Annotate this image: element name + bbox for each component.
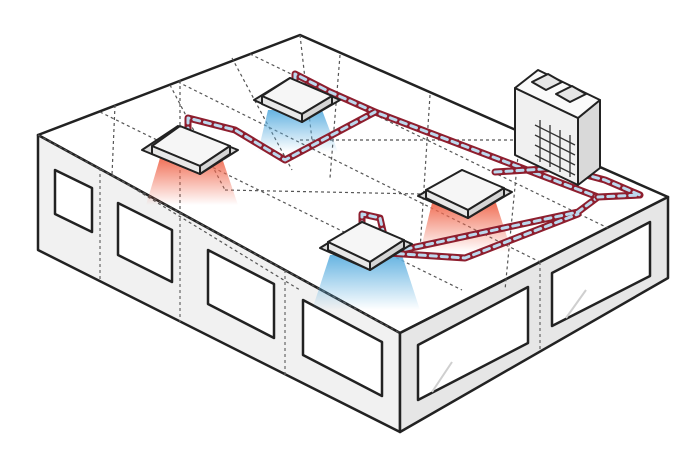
indoor-unit-front-center xyxy=(319,221,413,271)
outdoor-condenser-unit xyxy=(514,69,601,186)
indoor-unit-back-left xyxy=(141,125,239,175)
pipe-branch-inner xyxy=(186,110,377,162)
window-front-1 xyxy=(53,168,94,234)
indoor-units xyxy=(141,77,513,271)
front-windows xyxy=(53,168,384,398)
window-side-2 xyxy=(550,220,652,328)
indoor-unit-right xyxy=(417,169,513,219)
window-front-4 xyxy=(301,298,384,398)
outdoor-fan-vent-1 xyxy=(531,73,563,91)
window-front-3 xyxy=(206,248,276,340)
outdoor-fan-vent-2 xyxy=(555,85,587,103)
airflow xyxy=(146,110,512,310)
pipe-right-inner xyxy=(493,166,642,199)
window-front-2 xyxy=(116,201,174,284)
warm-airflow-back-left xyxy=(146,158,238,205)
indoor-unit-back-center xyxy=(253,77,341,123)
side-windows xyxy=(416,220,652,402)
outdoor-unit-grille xyxy=(534,120,576,177)
wall-column-lines xyxy=(99,168,541,376)
cool-airflow-front-center xyxy=(312,255,420,310)
building xyxy=(36,33,670,434)
